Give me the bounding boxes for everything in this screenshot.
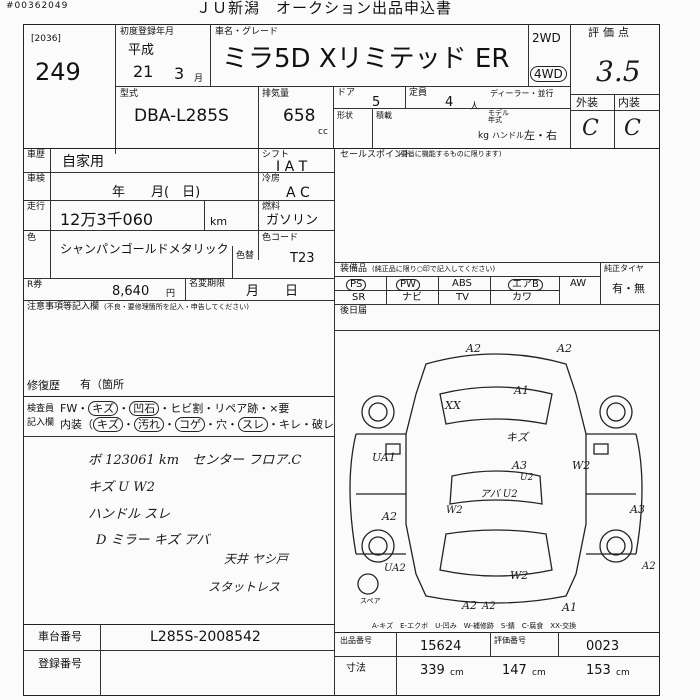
note-line-3: ハンドル スレ [88, 507, 171, 522]
inspection: 年 月( 日) [112, 185, 201, 200]
car-damage-diagram [349, 353, 643, 604]
lot-code-small: [2036] [31, 34, 61, 44]
form-frame [23, 24, 660, 696]
chassis-number: L285S-2008542 [150, 629, 261, 645]
lot-number: 249 [35, 58, 81, 86]
exhibit-number: 15624 [420, 639, 462, 654]
inspector-row1: FW・キズ・凹石・ヒビ割・リペア跡・×要 [60, 401, 290, 416]
note-line-5: 天井 ヤシ戸 [224, 552, 288, 566]
rating-score: 3.5 [596, 55, 641, 88]
recycle-fee: 8,640 [112, 284, 150, 299]
usage: 自家用 [62, 154, 104, 170]
drive-4wd: 4WD [530, 66, 567, 82]
note-line-2: キズ U W2 [88, 480, 155, 495]
note-line-6: スタットレス [208, 580, 281, 594]
form-title: ＪＵ新潟 オークション出品申込書 [196, 0, 453, 17]
inspector-row2: 内装（キズ・汚れ・コゲ・穴・スレ・キレ・破レ [60, 417, 334, 432]
color-name: シャンパンゴールドメタリック [60, 242, 229, 256]
note-line-1: ボ 123061 km センター フロア.C [88, 453, 302, 468]
mileage: 12万3千060 [60, 210, 154, 229]
note-line-4: D ミラー キズ アバ [96, 533, 210, 548]
car-name: ミラ5D Xリミテッド ER [222, 44, 510, 74]
model-type: DBA-L285S [134, 106, 229, 126]
registration-year: 21 [133, 62, 154, 81]
displacement: 658 [283, 106, 316, 126]
diagram-legend: A-キズ E-エクボ U-凹み W-補修跡 S-錆 C-腐食 XX-交換 [372, 622, 577, 630]
registration-month: 3 [174, 64, 185, 83]
lot-code: #00362049 [6, 1, 69, 11]
